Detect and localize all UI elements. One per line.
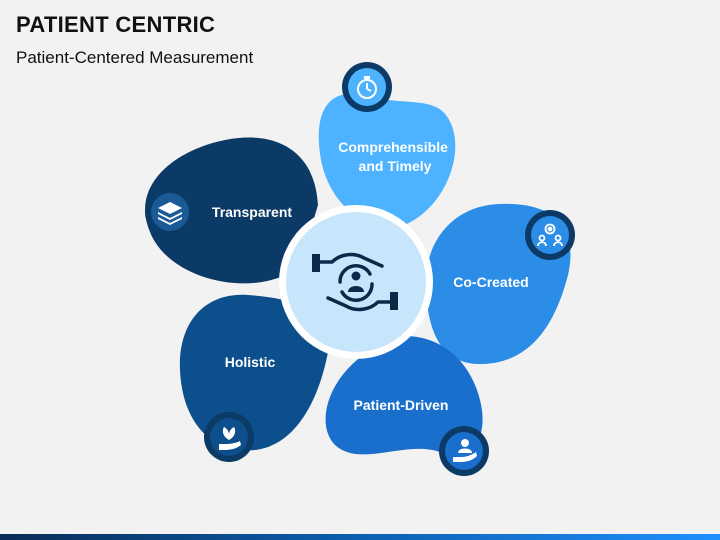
petal-transparent [145, 137, 318, 284]
petal-holistic [179, 294, 331, 451]
plant-hand-icon [219, 427, 241, 450]
badge-stopwatch [342, 62, 392, 112]
team-gear-icon [537, 223, 563, 247]
center-circle [286, 212, 426, 352]
petal-comprehensible [318, 93, 456, 227]
label-co-created: Co-Created [453, 274, 528, 290]
label-patient-driven: Patient-Driven [354, 397, 449, 413]
page-title: PATIENT CENTRIC [16, 12, 216, 37]
badge-hand-user [439, 426, 489, 476]
label-comprehensible: Comprehensible and Timely [338, 139, 452, 174]
petal-patient-driven [325, 335, 483, 455]
badge-layers [145, 187, 195, 237]
badge-team-gear [525, 210, 575, 260]
stopwatch-icon [357, 76, 377, 99]
hand-user-icon [453, 439, 477, 462]
footer-bar [0, 534, 720, 540]
layers-icon [158, 202, 182, 225]
badge-plant-hand [204, 412, 254, 462]
label-transparent: Transparent [212, 204, 292, 220]
label-holistic: Holistic [225, 354, 276, 370]
page-subtitle: Patient-Centered Measurement [16, 48, 254, 67]
hands-care-icon [312, 252, 398, 312]
